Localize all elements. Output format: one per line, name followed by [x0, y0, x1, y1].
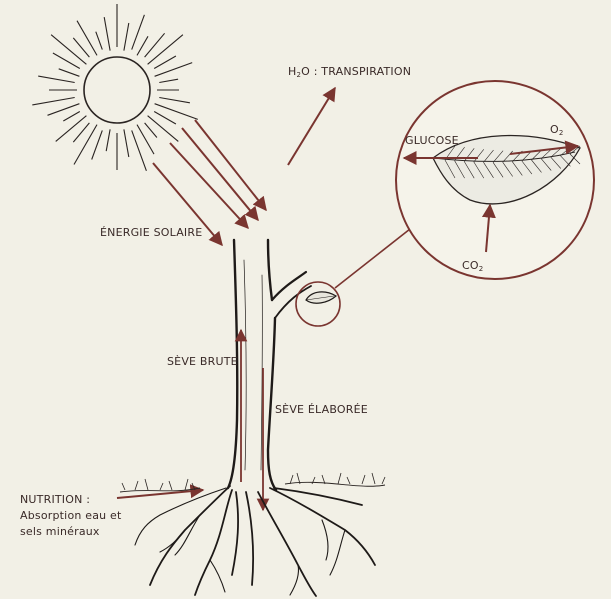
sun-ray [145, 123, 157, 138]
sun-ray [132, 15, 145, 50]
label-nutrition-line2: Absorption eau et [20, 508, 122, 524]
sun-ray [124, 129, 129, 157]
label-glucose: GLUCOSE [405, 135, 459, 146]
sun-ray [148, 116, 179, 142]
grass-blade [145, 479, 148, 490]
sun-ray [56, 116, 87, 142]
sun-ray [106, 129, 110, 151]
sun-ray [137, 125, 154, 155]
label-o2-base: O [550, 123, 559, 136]
grass-blade [169, 481, 172, 490]
sun-ray [92, 130, 103, 159]
root [322, 520, 328, 560]
label-transpiration: H2O : TRANSPIRATION [288, 66, 411, 79]
label-co2-base: CO [462, 259, 479, 272]
root [290, 565, 299, 595]
root [330, 530, 345, 575]
sun-ray [73, 123, 89, 142]
tree-roots [135, 486, 375, 596]
root [270, 488, 375, 565]
leaf-highlight-circle [296, 282, 340, 326]
label-co2: CO2 [462, 260, 483, 273]
label-nutrition-line3: sels minéraux [20, 524, 122, 540]
grass-blade [185, 479, 188, 490]
grass-blade [372, 473, 375, 484]
transpiration-arrow [288, 88, 335, 165]
label-transpiration-rest: O : TRANSPIRATION [301, 65, 411, 78]
sun-ray [77, 21, 97, 56]
grass-blade [347, 477, 350, 484]
sun-ray [38, 76, 74, 82]
root [232, 492, 238, 575]
sun-ray [137, 36, 148, 55]
grass-blade [160, 483, 163, 490]
sun-ray [155, 104, 198, 120]
grass-blade [122, 483, 125, 490]
grass-blade [338, 473, 341, 484]
sun-ray [32, 98, 74, 105]
sun-ray [51, 35, 86, 65]
label-seve-brute: SÈVE BRUTE [167, 356, 238, 367]
root [246, 492, 253, 585]
grass-blade [362, 475, 365, 484]
root [175, 515, 200, 555]
sun-ray [96, 32, 103, 50]
ground-line [120, 482, 385, 492]
grass-blade [312, 477, 315, 484]
label-o2: O2 [550, 124, 564, 137]
sun-ray [59, 69, 80, 77]
leaf-icon [306, 292, 336, 303]
magnifier-connector [335, 229, 410, 288]
sun-ray [159, 98, 190, 103]
root [210, 560, 225, 592]
sun-ray [48, 104, 80, 116]
sun-ray [154, 112, 176, 125]
sun-ray [104, 17, 110, 51]
sun-ray [74, 125, 97, 165]
root [195, 490, 232, 595]
sun-ray [63, 112, 80, 122]
sun-ray [124, 23, 129, 51]
label-energie-solaire: ÉNERGIE SOLAIRE [100, 227, 202, 238]
grass-strokes [122, 473, 385, 490]
label-co2-sub: 2 [479, 265, 484, 273]
label-nutrition: NUTRITION : Absorption eau et sels minér… [20, 492, 122, 540]
sun-ray [159, 79, 178, 82]
grass-blade [135, 481, 138, 490]
sun-ray [154, 56, 176, 69]
label-nutrition-title: NUTRITION : [20, 492, 122, 508]
grass-blade [382, 477, 385, 484]
label-seve-elaboree: SÈVE ÉLABORÉE [275, 404, 368, 415]
sun-ray [73, 38, 89, 57]
label-o2-sub: 2 [559, 129, 564, 137]
sun-ray [148, 35, 183, 65]
